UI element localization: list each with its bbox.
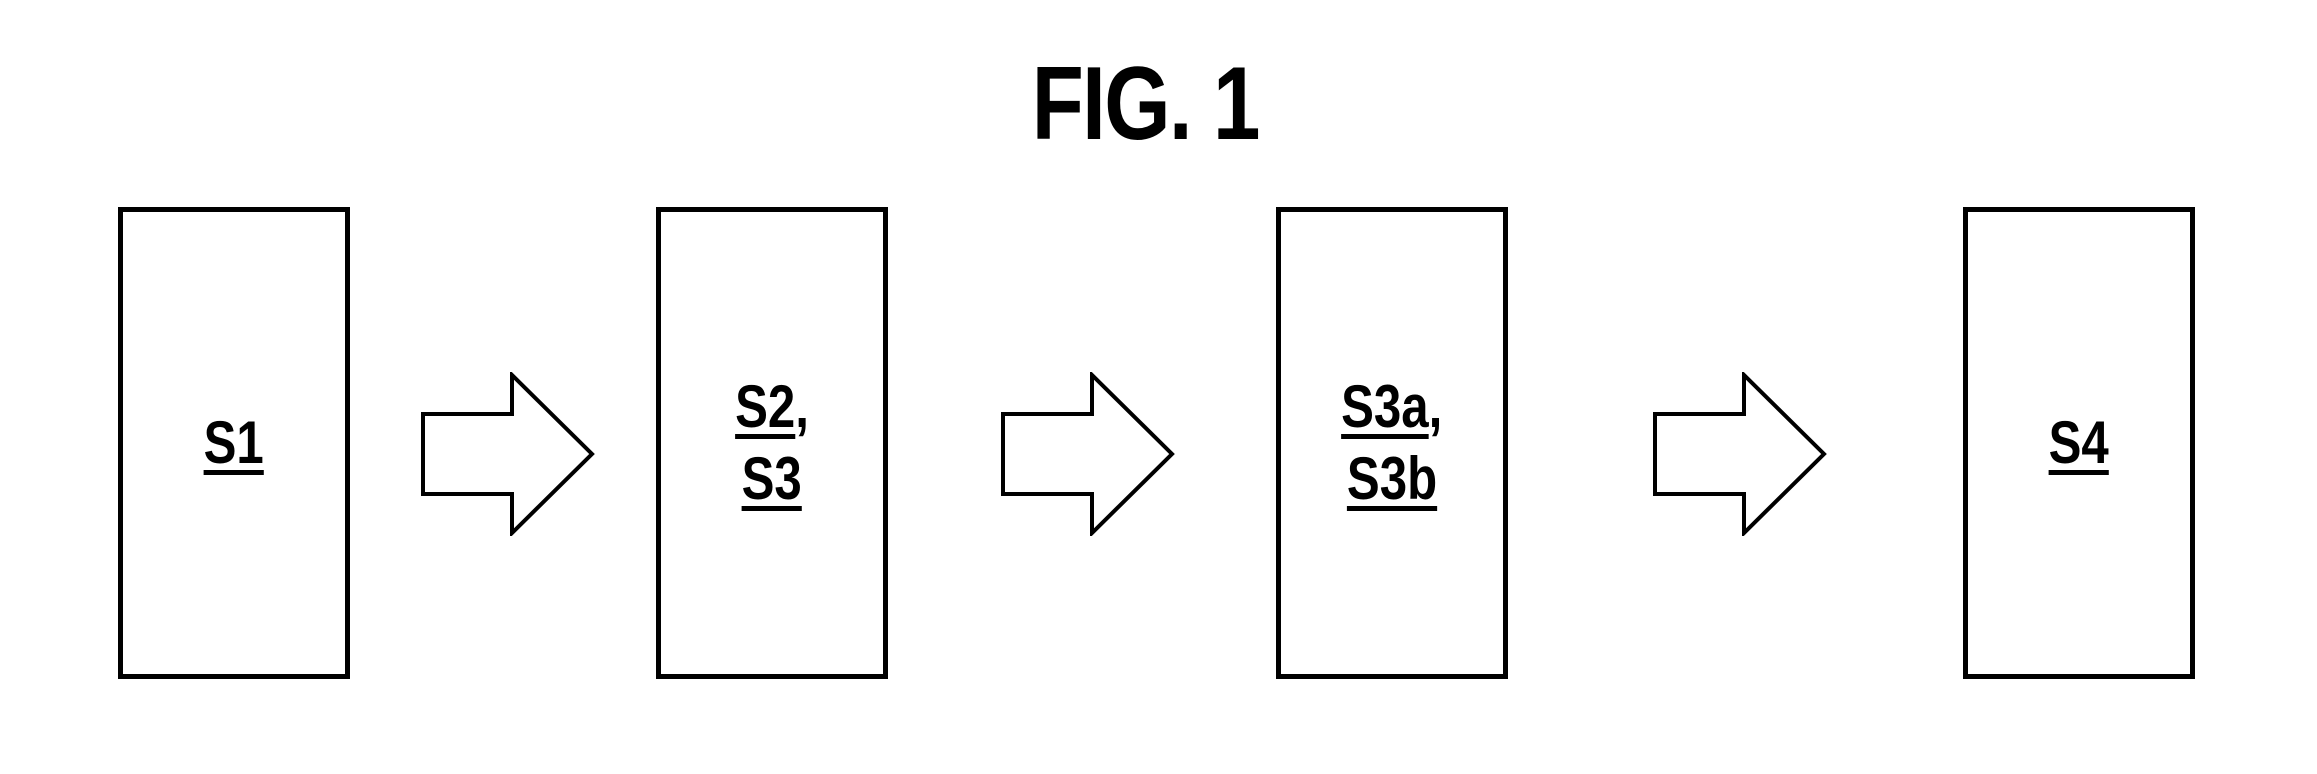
step-label: S3a xyxy=(1341,373,1429,440)
figure-title: FIG. 1 xyxy=(1031,46,1261,162)
step-box-s2-s3: S2, S3 xyxy=(656,207,888,679)
step-label-separator: , xyxy=(1428,373,1443,440)
step-label-line: S3 xyxy=(742,443,802,515)
step-label: S4 xyxy=(2048,409,2110,476)
step-label: S1 xyxy=(203,409,265,476)
arrow-right-icon xyxy=(1653,372,1827,536)
step-label-line: S2, xyxy=(735,371,809,443)
step-box-s3a-s3b: S3a, S3b xyxy=(1276,207,1508,679)
step-box-s1: S1 xyxy=(118,207,350,679)
step-label: S3b xyxy=(1346,445,1438,512)
step-label-line: S3b xyxy=(1347,443,1437,515)
arrow-right-icon xyxy=(1001,372,1175,536)
step-label-separator: , xyxy=(795,373,809,440)
arrow-right-icon xyxy=(421,372,595,536)
step-label: S3 xyxy=(741,445,803,512)
step-label: S2 xyxy=(735,373,796,440)
step-box-s4: S4 xyxy=(1963,207,2195,679)
step-label-line: S4 xyxy=(2049,407,2109,479)
step-label-line: S3a, xyxy=(1341,371,1442,443)
step-label-line: S1 xyxy=(204,407,264,479)
